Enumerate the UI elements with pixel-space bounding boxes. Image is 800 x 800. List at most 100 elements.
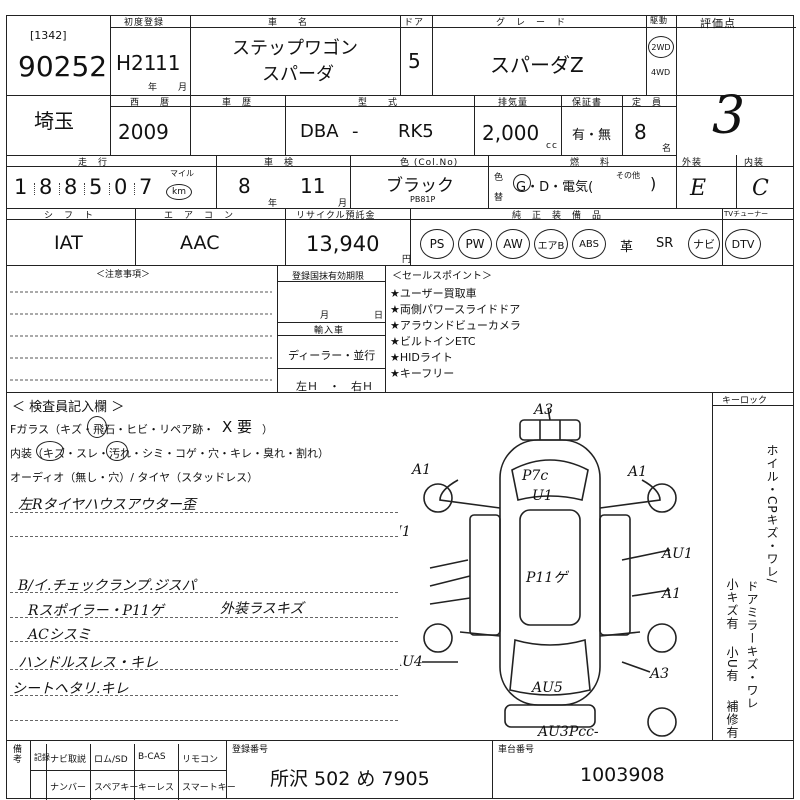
damage-mark: AU1	[400, 524, 411, 540]
footer-box-divider	[46, 772, 47, 800]
chassis-number: 1003908	[580, 764, 665, 786]
footer-box-divider	[134, 744, 135, 772]
interior-condition: 内装（キズ・スレ・汚れ・シミ・コゲ・穴・キレ・臭れ・割れ）	[10, 447, 329, 460]
warranty: 有・無	[572, 128, 612, 143]
damage-mark: P11ゲ	[525, 570, 569, 586]
sales-point-item: ★ユーザー買取車	[390, 287, 477, 300]
side-note-repaired: 補修有	[725, 700, 739, 739]
km-unit-circled: km	[166, 184, 192, 200]
stock-number: 90252	[18, 50, 108, 83]
inspection-year: 8	[238, 174, 251, 198]
car-name-label: 車 名	[268, 18, 309, 28]
note-ruled-line	[10, 536, 398, 537]
note-ruled-line	[10, 641, 398, 642]
lot-number: [1342]	[30, 29, 67, 42]
footer-accessory-box: スマートキー	[182, 783, 236, 793]
equip-dtv-circled: DTV	[725, 229, 761, 259]
equip-item-circled: PS	[420, 229, 454, 259]
recycle-fee: 13,940	[306, 232, 380, 256]
note-ruled-line	[10, 669, 398, 670]
capacity: 8	[634, 120, 647, 144]
rating-score: 3	[712, 86, 746, 146]
sales-point-item: ★キーフリー	[390, 367, 455, 380]
reg-month: 11	[155, 51, 181, 75]
mileage-digit: 0	[114, 175, 128, 199]
mileage-digit-separator	[109, 183, 110, 195]
side-note-small-dent: 小U有	[725, 646, 739, 682]
sales-points-heading: ＜セールスポイント＞	[392, 271, 492, 282]
inspector-note: ハンドルスレス・キレ	[18, 655, 158, 671]
mileage-digit-separator	[59, 183, 60, 195]
glass-condition: Fガラス（キズ・飛石・ヒビ・リペア跡・	[10, 423, 215, 436]
footer-box-divider	[90, 772, 91, 800]
footer-accessory-box: キーレス	[138, 783, 175, 793]
car-name-line1: ステップワゴン	[232, 38, 358, 59]
glass-replace-required: X 要	[222, 418, 253, 436]
exterior-grade: E	[690, 176, 707, 201]
shift-type: IAT	[54, 232, 83, 254]
equip-leather: 革	[620, 240, 634, 255]
car-name-line2: スパーダ	[262, 64, 334, 85]
audio-tire-condition: オーディオ（無し・穴）/ タイヤ（スタッドレス）	[10, 471, 259, 484]
footer-accessory-box: ナビ取説	[50, 755, 87, 765]
damage-mark: AU5	[530, 680, 563, 696]
interior-grade: C	[752, 176, 769, 201]
damage-mark: U1	[532, 488, 553, 504]
equip-item-circled: ABS	[572, 229, 606, 259]
model-year: 2009	[118, 120, 169, 144]
mileage-digit: 8	[39, 175, 53, 199]
equip-item-circled: エアB	[534, 229, 568, 259]
steering-side: 左Ｈ ・ 右Ｈ	[296, 380, 373, 393]
damage-mark: A1	[626, 464, 647, 480]
equip-navi-circled: ナビ	[688, 229, 720, 259]
note-ruled-line	[10, 512, 398, 513]
mileage-digit: 5	[89, 175, 103, 199]
registration-number: 所沢 502 め 7905	[270, 768, 430, 790]
inspector-note: B/イ.チェックランプ.ジスパ	[18, 578, 196, 594]
side-note-mirror: ドアミラーキズ・ワレ	[745, 580, 759, 710]
inspector-note: ACシスミ	[28, 627, 91, 643]
caution-ruled-lines	[10, 291, 272, 381]
side-note-wheel: ホイル・CPキズ・ワレ/	[765, 444, 779, 584]
model-code: RK5	[398, 121, 434, 142]
footer-box-divider	[46, 744, 47, 772]
fuel-gasoline-circle	[513, 174, 531, 192]
glass-chip-circle	[87, 416, 107, 438]
mileage-digit: 8	[64, 175, 78, 199]
interior-scratch-circle	[36, 441, 64, 461]
damage-mark: P7c	[521, 468, 548, 484]
damage-diagram: A3 A1 P7c U1 A1 AU1 A3 P11ゲ AU1 A1 A4 U2…	[400, 402, 693, 740]
reg-label: 初度登録	[124, 18, 165, 28]
damage-mark: AU3Pcc-	[536, 724, 599, 740]
sales-point-item: ★ビルトインETC	[390, 335, 476, 348]
inspection-month: 11	[300, 174, 326, 198]
caution-heading: ＜注意事項＞	[96, 270, 151, 280]
door-count: 5	[408, 49, 421, 73]
sales-point-item: ★アラウンドビューカメラ	[390, 319, 521, 332]
inspector-note: シートヘタリ.キレ	[12, 681, 129, 697]
footer-box-divider	[134, 772, 135, 800]
equip-item-circled: AW	[496, 229, 530, 259]
damage-mark: AU4	[400, 654, 423, 670]
prefecture: 埼玉	[34, 109, 74, 133]
note-ruled-line	[10, 617, 398, 618]
mileage-digit-separator	[84, 183, 85, 195]
footer-box-divider	[178, 772, 179, 800]
inspector-note: Rスポイラー・P11ゲ	[28, 603, 164, 619]
color-name: ブラック	[386, 176, 454, 196]
model-prefix: DBA	[300, 121, 339, 142]
footer-box-divider	[178, 744, 179, 772]
interior-stain-circle	[106, 441, 128, 461]
grade: スパーダZ	[490, 53, 584, 77]
mileage-digit-separator	[134, 183, 135, 195]
mileage-digit-separator	[34, 183, 35, 195]
note-ruled-line	[10, 695, 398, 696]
damage-mark: AU1	[660, 546, 693, 562]
ac-type: AAC	[180, 232, 220, 254]
footer-accessory-box: B-CAS	[138, 752, 166, 762]
inspector-note: 左Rタイヤハウスアウター歪	[18, 497, 196, 513]
side-note-small-scratch: 小キズ有	[725, 578, 739, 630]
equip-sunroof: SR	[656, 236, 674, 251]
footer-accessory-box: スペアキー	[94, 783, 139, 793]
damage-mark: U2	[400, 610, 401, 626]
